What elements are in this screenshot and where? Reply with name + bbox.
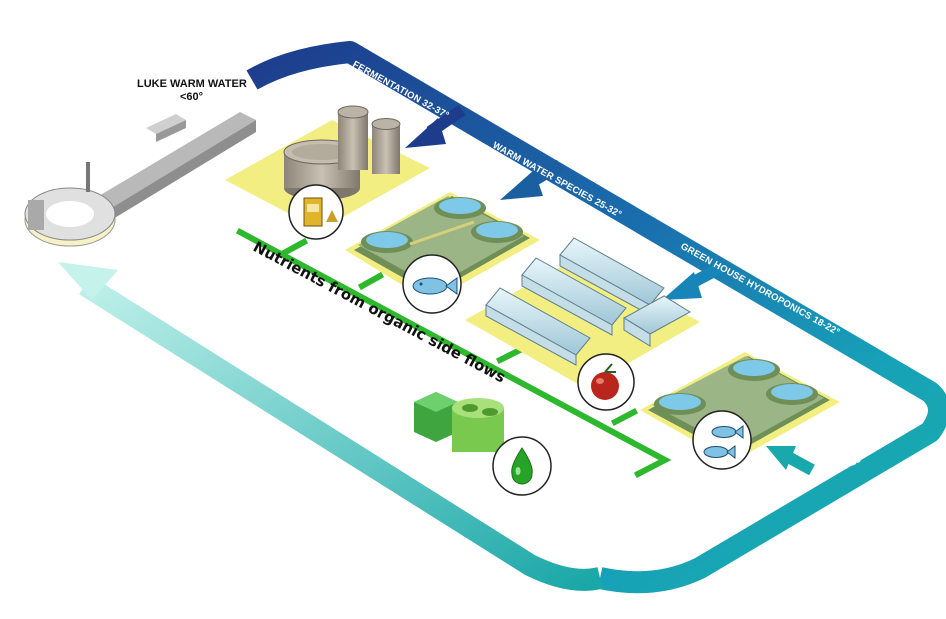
nutrient-network xyxy=(235,227,672,479)
flow-label-greenhouse: GREEN HOUSE HYDROPONICS 18-22° xyxy=(679,241,842,338)
greenhouse-branch-arrow xyxy=(662,262,723,300)
two-fish-icon xyxy=(692,410,752,470)
water-drop-icon xyxy=(492,436,552,496)
return-flow-arrow xyxy=(58,262,603,591)
source-label-line2: <60° xyxy=(180,91,203,103)
main-water-flow-arrow xyxy=(246,41,946,594)
warm-water-branch-arrow xyxy=(500,159,564,200)
cold-water-fish-farm xyxy=(640,352,840,462)
power-plant-source xyxy=(24,112,256,247)
fish-icon xyxy=(402,254,462,314)
warm-water-fish-farm xyxy=(345,192,540,302)
source-label-line1: LUKE WARM WATER xyxy=(137,78,247,90)
greenhouses xyxy=(465,237,700,388)
tomato-icon xyxy=(577,353,635,411)
biogas-tanks xyxy=(414,392,504,452)
flow-label-warm-water: WARM WATER SPECIES 25-32° xyxy=(491,140,624,220)
fuel-can-icon xyxy=(288,184,344,240)
fermentation-branch-arrow xyxy=(405,105,466,148)
cold-water-branch-arrow xyxy=(766,446,815,476)
